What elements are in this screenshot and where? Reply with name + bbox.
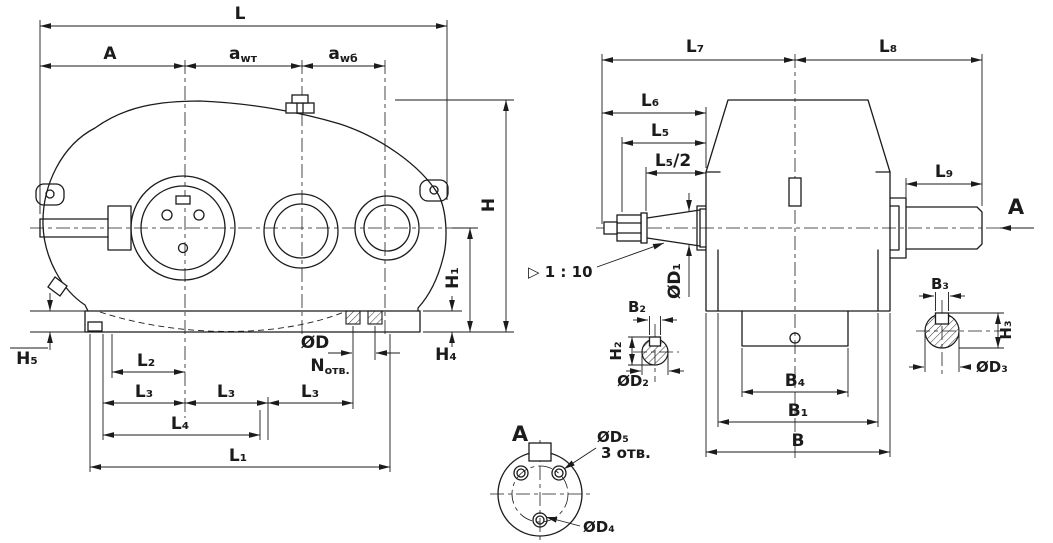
split-flange-right: [889, 205, 900, 251]
drain-plug: [47, 276, 68, 297]
dim-label-H1: H₁: [443, 267, 463, 289]
breather-cap: [285, 94, 315, 114]
right-view-dimensions: L₇ L₈ L₆ L₅ L₅/2 L₉ ▷ 1 : 10 ØD₁ A B₂ H₂…: [528, 37, 1034, 457]
dim-label-D3: ØD₃: [976, 358, 1008, 376]
section-arrow-label-A: A: [1008, 195, 1025, 219]
dim-label-B3: B₃: [931, 275, 949, 293]
dim-label-B: B: [792, 431, 805, 451]
dim-label-L6: L₆: [641, 91, 659, 111]
foundation-hole-section-2: [367, 310, 383, 325]
output-shaft: [889, 197, 983, 259]
pedestal-hole: [789, 332, 801, 344]
dim-label-N-holes: Nотв.: [310, 356, 349, 377]
dim-label-H4: H₄: [435, 345, 457, 365]
dim-label-D: ØD: [301, 333, 330, 353]
dim-label-L7: L₇: [686, 37, 704, 57]
dim-label-D4: ØD₄: [583, 518, 615, 536]
detail-top-boss: [528, 442, 552, 462]
input-shaft-cone: [603, 208, 707, 248]
dim-label-L8: L₈: [879, 37, 897, 57]
foundation-hole-section-1: [345, 310, 361, 325]
dim-label-L9: L₉: [935, 162, 953, 182]
dim-label-awb: awб: [328, 44, 358, 65]
dim-label-L3b: L₃: [217, 382, 235, 402]
dim-label-taper: ▷ 1 : 10: [528, 263, 593, 281]
output-shaft-key-section: [924, 312, 960, 349]
dim-label-H: H: [479, 198, 499, 212]
input-shaft-stub: [39, 205, 132, 251]
right-view-housing: [603, 99, 983, 366]
dim-label-H3: H₃: [997, 320, 1015, 339]
dim-label-D2: ØD₂: [617, 372, 649, 390]
dim-label-L1: L₁: [229, 446, 247, 466]
top-boss: [788, 177, 802, 207]
dim-label-L3c: L₃: [301, 382, 319, 402]
right-ear-hole: [429, 185, 439, 195]
left-view-housing: [35, 94, 449, 333]
dim-label-L5-half: L₅/2: [655, 151, 691, 171]
detail-bolt-holes: [513, 465, 567, 528]
dim-label-L5: L₅: [651, 121, 669, 141]
left-ear-lug: [35, 183, 65, 206]
detail-title-A: A: [512, 422, 529, 446]
dim-label-B4: B₄: [785, 371, 805, 391]
bearing-cap-large: [130, 175, 236, 281]
label-3-holes: 3 отв.: [601, 444, 651, 462]
dim-label-H2: H₂: [607, 341, 625, 360]
dim-label-A: A: [103, 44, 117, 64]
dim-label-H5: H₅: [16, 349, 38, 369]
detail-view-a: A ØD₅ 3 отв. ØD₄: [497, 422, 651, 537]
right-ear-lug: [419, 179, 449, 202]
bearing-cap-small: [354, 195, 420, 261]
left-view-dimensions: L A awт awб H H₁ H₄ H₅ L₂ L₃ L₃ L₃ L₄ L₁…: [10, 4, 514, 472]
dim-label-L2: L₂: [137, 351, 155, 371]
dim-label-L4: L₄: [171, 414, 189, 434]
dim-label-D5: ØD₅: [597, 428, 629, 446]
dim-label-D1: ØD₁: [665, 263, 685, 299]
housing-outline: [42, 100, 447, 312]
dim-label-L3a: L₃: [135, 382, 153, 402]
dim-label-L: L: [235, 4, 246, 24]
pedestal: [741, 310, 849, 347]
dim-label-B2: B₂: [628, 298, 646, 316]
dim-label-awt: awт: [229, 44, 258, 65]
base-flange: [84, 310, 421, 333]
bearing-cap-middle: [263, 193, 339, 269]
dim-label-B1: B₁: [788, 401, 808, 421]
split-flange-left: [696, 205, 707, 251]
